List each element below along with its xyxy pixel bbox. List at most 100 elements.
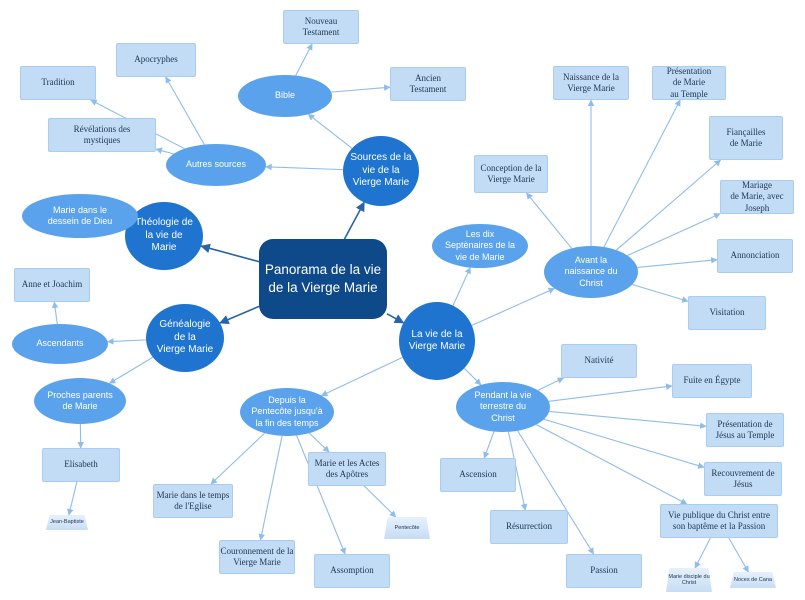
node-label: Noces de Cana [734, 576, 772, 583]
node-recouvrement[interactable]: Recouvrement de Jésus [704, 462, 782, 496]
node-bible[interactable]: Bible [238, 75, 332, 117]
node-ascension[interactable]: Ascension [440, 458, 516, 492]
node-label: Marie dans le temps de l'Eglise [156, 489, 230, 511]
node-avant[interactable]: Avant la naissance du Christ [544, 246, 638, 298]
node-label: Naissance de la Vierge Marie [563, 71, 619, 93]
node-label: Fiançailles de Marie [726, 126, 766, 148]
node-label: Apocryphes [134, 54, 178, 65]
edge-pendant-to-resurrection [507, 431, 528, 511]
node-label: Fuite en Égypte [683, 375, 741, 386]
edge-pendant-to-fuite [548, 383, 673, 402]
node-label: Marie disciple du Christ [668, 573, 710, 586]
edge-genealogie-to-ascendants [107, 338, 147, 345]
node-label: Présentation de Jésus au Temple [715, 418, 775, 440]
edge-depuis-to-couronnement [258, 435, 283, 541]
node-label: Pentecôte [394, 524, 420, 531]
edge-pendant-to-nativite [537, 377, 565, 391]
node-pentecote[interactable]: Pentecôte [384, 517, 430, 539]
node-naissance[interactable]: Naissance de la Vierge Marie [553, 66, 629, 100]
node-label: Jean-Baptiste [50, 519, 84, 526]
node-label: Théologie de la vie de Marie [135, 217, 193, 254]
node-apocryphes[interactable]: Apocryphes [116, 43, 196, 77]
node-presentation-marie[interactable]: Présentation de Marie au Temple [652, 66, 726, 100]
edge-pendant-to-presentation_jesus [549, 410, 707, 430]
node-tradition[interactable]: Tradition [20, 66, 96, 100]
edge-pendant-to-ascension [483, 431, 495, 459]
node-label: Anne et Joachim [21, 279, 83, 290]
node-label: La vie de la Vierge Marie [408, 328, 466, 353]
node-label: Pendant la vie terrestre du Christ [474, 390, 532, 423]
node-genealogie[interactable]: Généalogie de la Vierge Marie [146, 304, 224, 372]
edge-vie_publique-to-disciple [694, 537, 711, 569]
node-mariage[interactable]: Mariage de Marie, avec Joseph [720, 180, 794, 214]
node-disciple[interactable]: Marie disciple du Christ [666, 568, 712, 592]
node-anne[interactable]: Anne et Joachim [14, 268, 90, 302]
node-label: Révélations des mystiques [73, 123, 131, 145]
node-ascendants[interactable]: Ascendants [12, 324, 108, 364]
node-label: Marie et les Actes des Apôtres [314, 457, 380, 479]
node-elisabeth[interactable]: Elisabeth [42, 448, 120, 482]
node-actes[interactable]: Marie et les Actes des Apôtres [308, 452, 386, 486]
node-label: Marie dans le dessein de Dieu [47, 204, 113, 226]
node-annonciation[interactable]: Annonciation [717, 239, 793, 273]
node-dessein[interactable]: Marie dans le dessein de Dieu [22, 194, 138, 238]
node-label: Assomption [330, 565, 374, 576]
node-label: Mariage de Marie, avec Joseph [730, 180, 784, 213]
node-label: Depuis la Pentecôte jusqu'à la fin des t… [251, 395, 323, 428]
node-revelations[interactable]: Révélations des mystiques [48, 118, 156, 152]
edge-bible-to-nt [295, 43, 313, 76]
edge-actes-to-pentecote [363, 485, 397, 518]
node-autres[interactable]: Autres sources [166, 144, 266, 186]
edge-autres-to-revelations [155, 147, 174, 155]
edge-autres-to-apocryphes [165, 76, 205, 145]
edge-vie-to-depuis [320, 356, 403, 397]
node-label: Généalogie de la Vierge Marie [156, 319, 214, 356]
node-proches[interactable]: Proches parents de Marie [34, 378, 126, 424]
node-label: Proches parents de Marie [47, 389, 113, 411]
edge-depuis-to-actes [308, 432, 330, 453]
edge-root-to-genealogie [219, 305, 260, 325]
node-assomption[interactable]: Assomption [314, 554, 390, 588]
node-septenaires[interactable]: Les dix Septènaires de la vie de Marie [432, 224, 528, 268]
node-couronnement[interactable]: Couronnement de la Vierge Marie [219, 540, 295, 574]
node-label: Ascension [459, 469, 497, 480]
node-jean[interactable]: Jean-Baptiste [46, 515, 88, 530]
node-eglise[interactable]: Marie dans le temps de l'Eglise [153, 484, 233, 518]
node-root[interactable]: Panorama de la vie de la Vierge Marie [259, 239, 387, 319]
node-label: Les dix Septènaires de la vie de Marie [444, 229, 516, 262]
node-fuite[interactable]: Fuite en Égypte [672, 364, 752, 398]
edge-avant-to-conception [526, 192, 573, 249]
edge-sources-to-autres [265, 163, 344, 171]
edge-avant-to-mariage [627, 213, 721, 257]
edge-bible-to-at [331, 84, 391, 93]
node-at[interactable]: Ancien Testament [390, 67, 466, 101]
node-sources[interactable]: Sources de la vie de la Vierge Marie [343, 136, 419, 206]
node-conception[interactable]: Conception de la Vierge Marie [474, 155, 548, 193]
node-visitation[interactable]: Visitation [688, 296, 766, 330]
node-label: Nativité [584, 355, 614, 366]
node-theologie[interactable]: Théologie de la vie de Marie [125, 202, 203, 270]
node-label: Ancien Testament [409, 72, 447, 94]
node-label: Recouvrement de Jésus [711, 467, 775, 489]
node-resurrection[interactable]: Résurrection [490, 510, 568, 544]
node-passion[interactable]: Passion [566, 554, 642, 588]
node-label: Annonciation [730, 250, 780, 261]
edge-root-to-vie [386, 313, 405, 324]
edge-genealogie-to-proches [108, 356, 154, 384]
edge-avant-to-presentation_marie [603, 99, 681, 248]
node-presentation-jesus[interactable]: Présentation de Jésus au Temple [706, 413, 784, 447]
node-fiancailles[interactable]: Fiançailles de Marie [709, 116, 783, 160]
edge-pendant-to-passion [517, 430, 594, 555]
edge-pendant-to-recouvrement [543, 418, 705, 469]
node-vie-publique[interactable]: Vie publique du Christ entre son baptême… [660, 504, 778, 538]
node-cana[interactable]: Noces de Cana [730, 572, 776, 588]
node-nt[interactable]: Nouveau Testament [283, 10, 359, 44]
node-vie[interactable]: La vie de la Vierge Marie [399, 302, 475, 380]
edge-depuis-to-eglise [210, 432, 266, 485]
node-pendant[interactable]: Pendant la vie terrestre du Christ [456, 382, 550, 432]
node-nativite[interactable]: Nativité [561, 344, 637, 378]
node-label: Visitation [709, 307, 745, 318]
node-label: Vie publique du Christ entre son baptême… [668, 509, 770, 531]
node-depuis[interactable]: Depuis la Pentecôte jusqu'à la fin des t… [240, 388, 334, 436]
node-label: Couronnement de la Vierge Marie [220, 545, 294, 567]
